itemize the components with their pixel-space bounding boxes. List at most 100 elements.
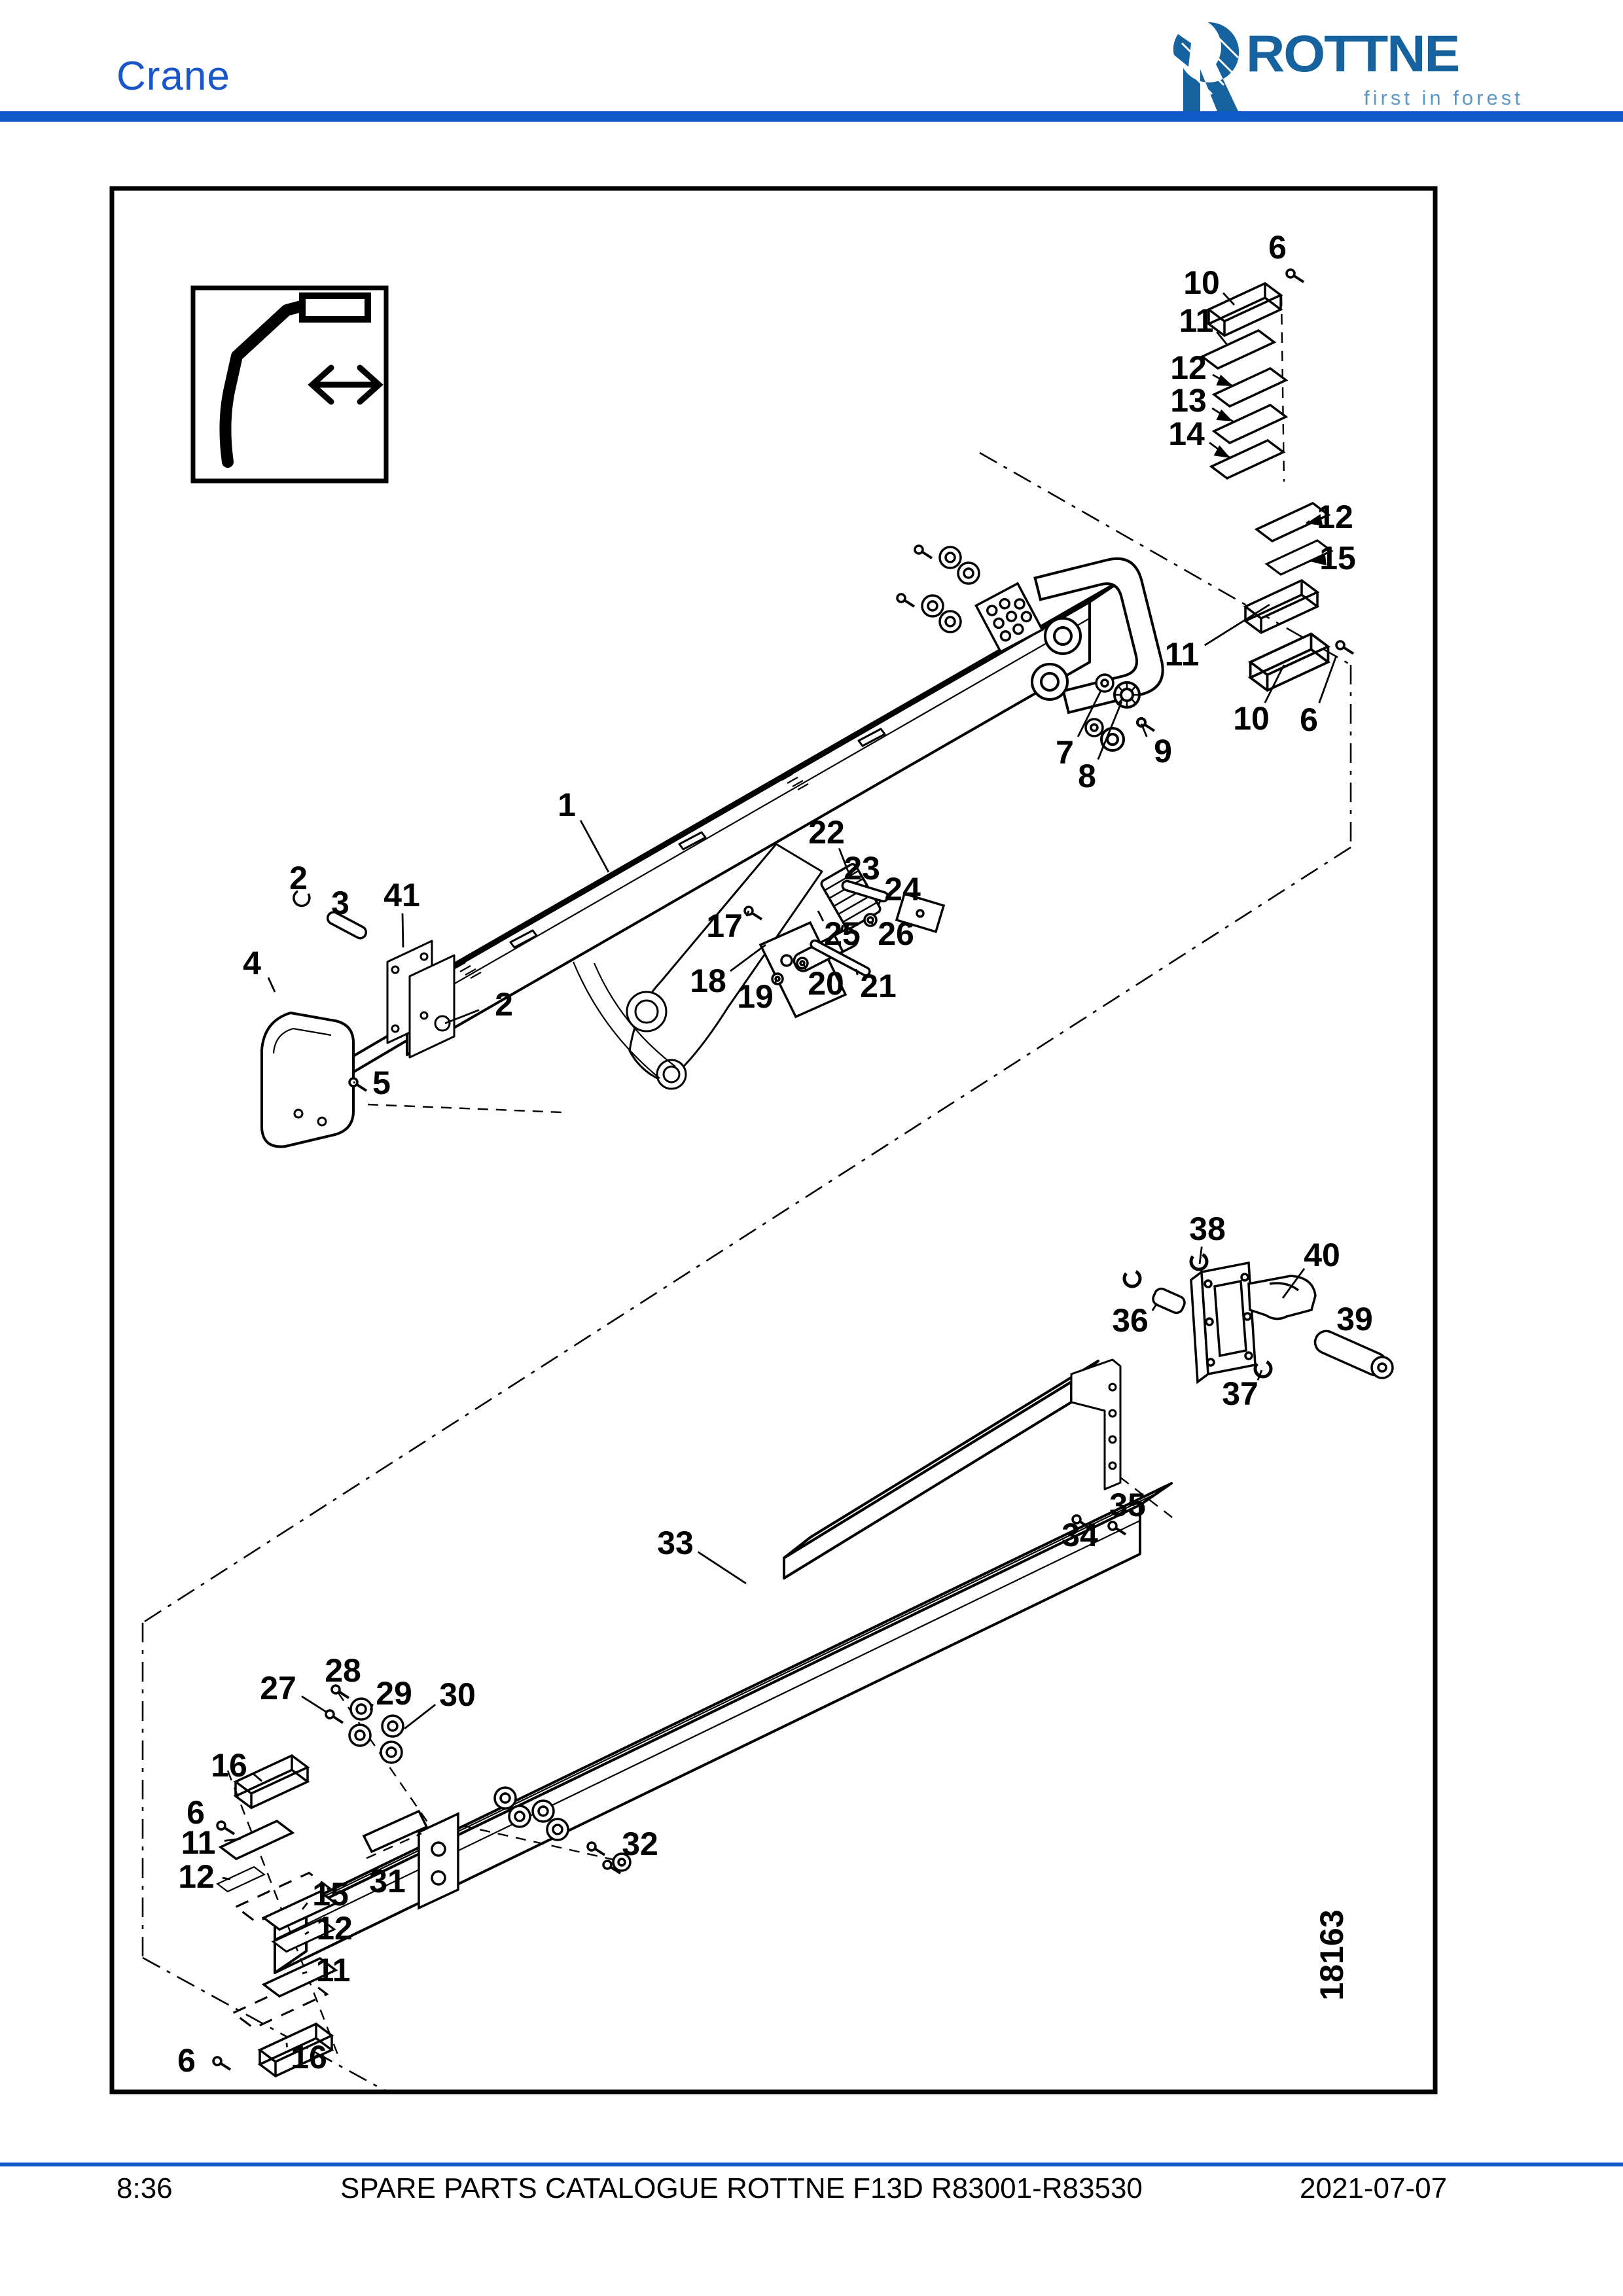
part-label: 11 [316,1952,351,1988]
wear-pad-stack-lower [212,1754,342,2077]
rottne-logo: ROTTNE first in forest [1169,18,1535,116]
leader-line [1204,603,1270,646]
part-label: 11 [1179,302,1214,339]
rottne-r-icon [1173,22,1240,112]
part-label: 5 [372,1065,391,1101]
boom-gusset-plate [572,843,823,1090]
leader-line [1097,701,1123,760]
part-label: 33 [657,1525,694,1561]
part-label: 12 [1317,499,1353,535]
leader-arrowhead [1310,554,1327,566]
leader-arrowhead [1213,445,1230,458]
footer-title: SPARE PARTS CATALOGUE ROTTNE F13D R83001… [340,2172,1143,2204]
part-label: 12 [316,1910,353,1947]
leader-line [301,1695,327,1713]
part-label: 27 [260,1670,296,1706]
part-label: 13 [1170,382,1207,419]
leader-arrowhead [1216,409,1233,421]
leader-line [267,977,276,993]
boom-head-bracket [1031,557,1164,752]
leader-line [1077,690,1102,737]
leader-line [855,968,859,976]
leader-line [817,910,825,922]
footer-time: 8:36 [116,2172,173,2204]
leader-arrowhead [1216,374,1233,386]
pin-and-clips [293,890,368,1092]
leader-line [730,944,766,972]
part-label: 25 [824,915,861,952]
leader-line [802,963,808,972]
leader-line [1140,723,1148,737]
rottne-tagline: first in forest [1364,86,1524,109]
extension-beam [274,1482,1173,1974]
legend-box [190,285,389,484]
part-label: 39 [1336,1301,1373,1337]
part-label: 26 [878,915,914,952]
part-label: 16 [291,2039,327,2075]
footer-rule [0,2163,1623,2166]
leader-line [1310,559,1313,563]
leader-line [1198,1246,1203,1265]
page-title: Crane [116,54,230,99]
leader-line [252,1773,262,1782]
part-label: 15 [312,1876,349,1913]
leader-line [877,899,882,906]
part-label: 32 [622,1826,658,1862]
leader-line [301,1902,308,1910]
part-label: 11 [181,1824,216,1861]
leader-line [1216,331,1229,346]
part-label: 17 [706,908,743,944]
leader-line [697,1551,747,1585]
part-label: 21 [860,968,897,1004]
leader-line [1318,655,1338,703]
part-label: 16 [211,1747,247,1784]
part-label: 37 [1222,1375,1258,1412]
part-label: 23 [844,850,880,887]
footer-date: 2021-07-07 [1300,2172,1448,2204]
part-label: 19 [737,978,774,1015]
leader-line [302,1971,308,1975]
part-label: 1 [558,786,576,823]
part-label: 22 [808,814,845,851]
part-label: 29 [376,1675,412,1712]
wear-pad-stack-top [1201,268,1305,482]
front-slide-bracket [325,1684,632,1910]
part-label: 2 [495,986,513,1023]
part-label: 6 [1268,229,1287,266]
part-label: 10 [1183,264,1220,301]
part-label: 30 [439,1676,476,1713]
header-rule [0,111,1623,122]
part-label: 18 [690,963,726,999]
diagram-frame [109,186,1438,2094]
leader-line [369,1703,374,1711]
rear-attachment [1122,1252,1394,1385]
part-label: 4 [243,945,261,981]
part-label: 6 [177,2042,196,2079]
part-label: 35 [1109,1487,1146,1523]
leader-arrowhead [1306,514,1323,526]
leader-line [304,1931,310,1935]
leader-line [444,1009,480,1025]
leader-line [1281,1267,1306,1299]
leader-line [404,1704,437,1730]
boom-end-plates [386,940,455,1059]
part-label: 6 [187,1794,205,1831]
part-label: 31 [369,1863,406,1899]
leader-line [1257,1369,1263,1381]
part-label: 28 [325,1652,361,1689]
damper-bracket [260,1012,355,1148]
part-label: 34 [1061,1517,1098,1553]
leader-line [838,848,849,872]
drawing-number: 18163 [1313,1909,1350,2000]
envelope-lines [141,451,1352,2093]
beam-cover-channel [783,1358,1175,1580]
part-label: 10 [1233,700,1270,737]
part-label: 6 [1300,701,1318,738]
leader-line [1151,1303,1158,1311]
leader-line [1306,520,1310,525]
leader-line [745,910,750,917]
part-label: 7 [1056,734,1074,771]
